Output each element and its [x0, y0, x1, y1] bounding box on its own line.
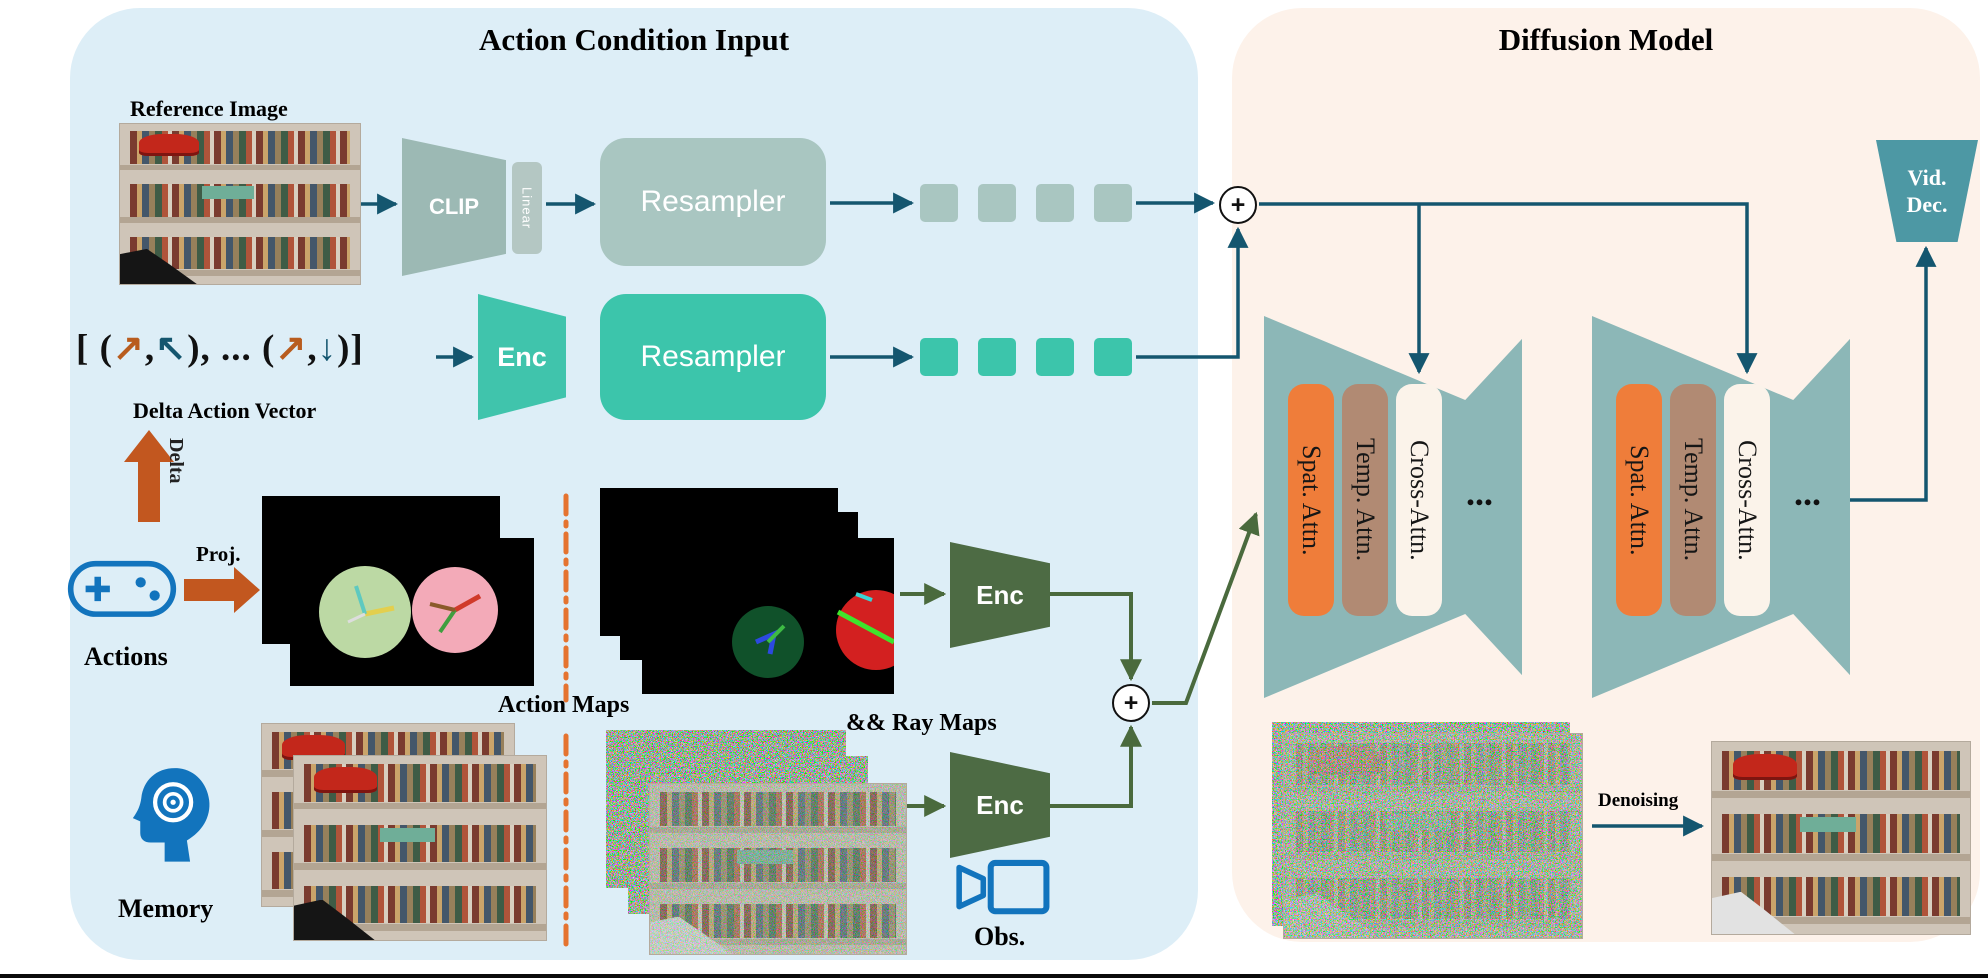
temporal-attn-block-1: Temp. Attn. — [1342, 384, 1388, 616]
clip-encoder: CLIP — [402, 138, 506, 276]
ellipsis-block-2: ... — [1794, 473, 1821, 513]
action-token-2 — [978, 338, 1016, 376]
clip-label: CLIP — [428, 194, 480, 219]
ray-map-frame-front — [642, 538, 894, 694]
arrow-tokens2-to-plus — [1136, 226, 1249, 359]
action-map-encoder: Enc — [950, 542, 1050, 648]
cross-attn-block-1: Cross-Attn. — [1396, 384, 1442, 616]
temporal-attn-block-2: Temp. Attn. — [1670, 384, 1716, 616]
image-token-2 — [978, 184, 1016, 222]
proj-right-arrow — [184, 567, 260, 613]
dv-arrow-2: ↖ — [155, 328, 188, 369]
action-maps-label: Action Maps — [498, 692, 630, 718]
camera-icon — [956, 859, 1050, 915]
image-token-4 — [1094, 184, 1132, 222]
noisy-obs-photo — [650, 784, 906, 954]
resampler-image: Resampler — [600, 138, 826, 266]
action-token-4 — [1094, 338, 1132, 376]
memory-label: Memory — [118, 894, 214, 923]
arrow-enc-bottom-to-plus — [1050, 724, 1142, 808]
arrow-block2-to-viddec — [1850, 245, 1937, 502]
cross-attn-label: Cross-Attn. — [1405, 439, 1434, 561]
dv-arrow-1: ↗ — [112, 328, 145, 369]
gamepad-icon — [67, 560, 177, 617]
image-token-3 — [1036, 184, 1074, 222]
action-map-encoder-label: Enc — [976, 579, 1024, 610]
add-node-encoders: + — [1112, 684, 1150, 722]
cross-attn-label: Cross-Attn. — [1733, 439, 1762, 561]
green-arrows — [900, 511, 1260, 817]
ray-maps-label: && Ray Maps — [846, 710, 997, 736]
temporal-attn-label: Temp. Attn. — [1679, 438, 1708, 562]
dv-arrow-4: ↓ — [317, 328, 338, 369]
ellipsis-block-1: ... — [1466, 473, 1493, 513]
delta-arrow-label: Delta — [165, 438, 187, 484]
delta-action-vector-label: Delta Action Vector — [133, 398, 317, 423]
spatial-attn-label: Spat. Attn. — [1625, 444, 1654, 556]
action-token-3 — [1036, 338, 1074, 376]
dv-comma-2: , — [307, 328, 318, 369]
delta-up-arrow — [124, 430, 174, 522]
noise-overlay — [650, 784, 906, 954]
dv-arrow-3: ↗ — [275, 328, 308, 369]
image-token-1 — [920, 184, 958, 222]
memory-head-icon — [132, 768, 210, 862]
temporal-attn-label: Temp. Attn. — [1351, 438, 1380, 562]
arrow-plus-to-block2-cross — [1259, 202, 1758, 375]
action-map-frame-front — [290, 538, 534, 686]
denoised-photo — [1712, 742, 1970, 934]
arrow-plus-to-unet — [1152, 511, 1260, 705]
add-node-tokens: + — [1219, 186, 1257, 224]
reference-image-label: Reference Image — [130, 96, 288, 121]
action-token-1 — [920, 338, 958, 376]
memory-photo-front — [294, 756, 546, 940]
obs-encoder-label: Enc — [976, 789, 1024, 820]
dv-comma-1: , — [144, 328, 156, 369]
delta-encoder-label: Enc — [497, 341, 547, 372]
resampler-action: Resampler — [600, 294, 826, 420]
actions-label: Actions — [84, 642, 168, 671]
diffusion-noisy-frame — [1284, 734, 1582, 938]
dv-mid: ), ... ( — [187, 328, 276, 369]
spatial-attn-block-1: Spat. Attn. — [1288, 384, 1334, 616]
proj-label: Proj. — [196, 542, 241, 566]
arrow-enc-top-to-plus — [1050, 592, 1142, 682]
blue-arrows — [360, 192, 1937, 837]
video-decoder: Vid. Dec. — [1876, 140, 1978, 242]
video-decoder-line1: Vid. — [1907, 164, 1947, 190]
obs-label: Obs. — [974, 922, 1026, 951]
delta-action-vector-text: [ (↗,↖), ... (↗,↓)] — [76, 326, 364, 370]
video-decoder-line2: Dec. — [1906, 192, 1948, 217]
obs-encoder: Enc — [950, 752, 1050, 858]
linear-label: Linear — [519, 186, 535, 230]
dv-open: [ ( — [76, 328, 113, 369]
spatial-attn-label: Spat. Attn. — [1297, 444, 1326, 556]
delta-encoder: Enc — [478, 294, 566, 420]
noise-overlay — [1284, 734, 1582, 938]
dv-close: )] — [337, 328, 364, 369]
resampler-action-label: Resampler — [640, 340, 786, 373]
orange-block-arrows — [124, 430, 260, 613]
denoising-label: Denoising — [1598, 790, 1679, 811]
spatial-attn-block-2: Spat. Attn. — [1616, 384, 1662, 616]
left-panel-title: Action Condition Input — [478, 22, 790, 57]
cross-attn-block-2: Cross-Attn. — [1724, 384, 1770, 616]
reference-image — [120, 124, 360, 284]
bottom-divider — [0, 974, 1988, 978]
linear-layer: Linear — [512, 162, 542, 254]
right-panel-title: Diffusion Model — [1498, 22, 1714, 57]
resampler-image-label: Resampler — [640, 185, 786, 218]
